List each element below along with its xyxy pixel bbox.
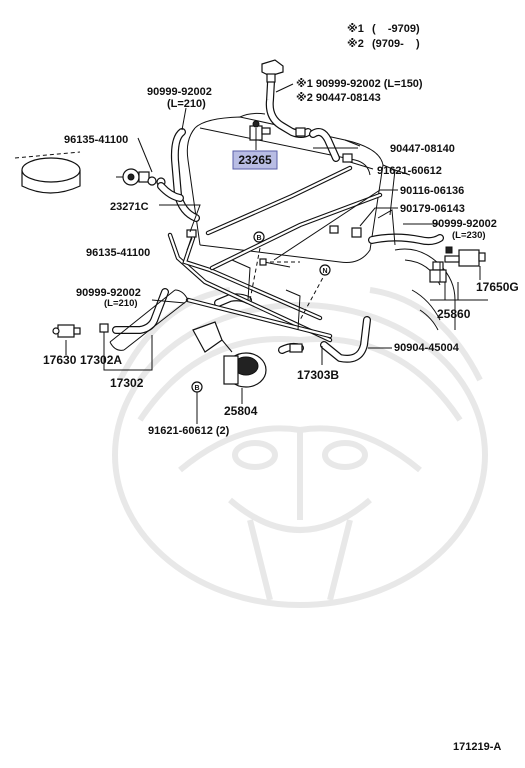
body-outline-left <box>14 151 81 159</box>
label-p4: 96135-41100 <box>64 134 128 146</box>
label-p18: 17302 <box>110 376 144 390</box>
label-p7: 91621-60612 <box>377 165 442 177</box>
clamp-17630 <box>52 324 81 338</box>
watermark-crest-icon <box>112 287 488 608</box>
pump-25804 <box>192 321 303 388</box>
highlight-23265[interactable]: 23265 <box>232 150 278 170</box>
hoses <box>112 78 444 363</box>
label-p22: 91621-60612 (2) <box>148 425 230 437</box>
marker-n: N <box>319 264 331 276</box>
bolt-90116 <box>259 258 291 268</box>
label-p14: 25860 <box>437 307 471 321</box>
diagram-code: 171219-A <box>453 741 501 753</box>
fuel-tubes <box>167 165 383 343</box>
highlight-box <box>232 150 278 170</box>
label-p15b: (L=210) <box>104 298 138 309</box>
note1-range: ( -9709) <box>372 23 420 35</box>
label-p9: 90179-06143 <box>400 203 465 215</box>
fuel-tank <box>186 112 411 263</box>
vsv-17650g <box>444 246 486 267</box>
label-p10b: (L=230) <box>452 230 486 241</box>
label-p11: 23271C <box>110 201 149 213</box>
svg-text:N: N <box>322 268 327 275</box>
marker-b-lower: B <box>191 381 203 393</box>
label-p5: 23265 <box>238 153 272 167</box>
clamps-right <box>329 225 362 238</box>
valve-25860 <box>429 261 447 283</box>
label-p3: 90999-92002 <box>147 86 212 98</box>
label-p2: ※2 90447-08143 <box>296 92 381 104</box>
label-p6: 90447-08140 <box>390 143 455 155</box>
part-labels: ※1 90999-92002 (L=150) ※2 90447-08143 90… <box>43 78 519 437</box>
label-p10: 90999-92002 <box>432 218 497 230</box>
label-p8: 90116-06136 <box>400 185 464 197</box>
valve-23265 <box>249 120 271 141</box>
filler-pipe <box>109 289 189 351</box>
leader-lines <box>65 83 488 424</box>
label-p1: ※1 90999-92002 (L=150) <box>296 78 423 90</box>
vacuum-valve-upper <box>116 168 150 186</box>
label-p13: 17650G <box>476 280 519 294</box>
label-p16: 17630 <box>43 353 77 367</box>
marker-b-upper: B <box>253 231 265 243</box>
label-p3b: (L=210) <box>167 98 206 110</box>
tank-straps <box>231 209 396 331</box>
clamp-17302a <box>99 323 109 333</box>
label-p21: 25804 <box>224 404 258 418</box>
note2-range: (9709- ) <box>372 38 420 50</box>
label-p12: 96135-41100 <box>86 247 150 259</box>
label-p20: 90904-45004 <box>394 342 460 354</box>
label-p17: 17302A <box>80 353 122 367</box>
clamps-top <box>295 127 353 163</box>
clamp-23271c <box>186 229 197 238</box>
svg-text:B: B <box>194 385 199 392</box>
dashed-leaders <box>249 247 327 321</box>
label-p15: 90999-92002 <box>76 287 141 299</box>
filler-cap <box>261 59 284 83</box>
label-p19: 17303B <box>297 368 339 382</box>
svg-text:B: B <box>256 235 261 242</box>
note1-mark: ※1 <box>347 23 364 35</box>
note2-mark: ※2 <box>347 38 364 50</box>
header-notes: ※1 ( -9709) ※2 (9709- ) <box>347 23 420 50</box>
charcoal-canister <box>21 157 81 194</box>
